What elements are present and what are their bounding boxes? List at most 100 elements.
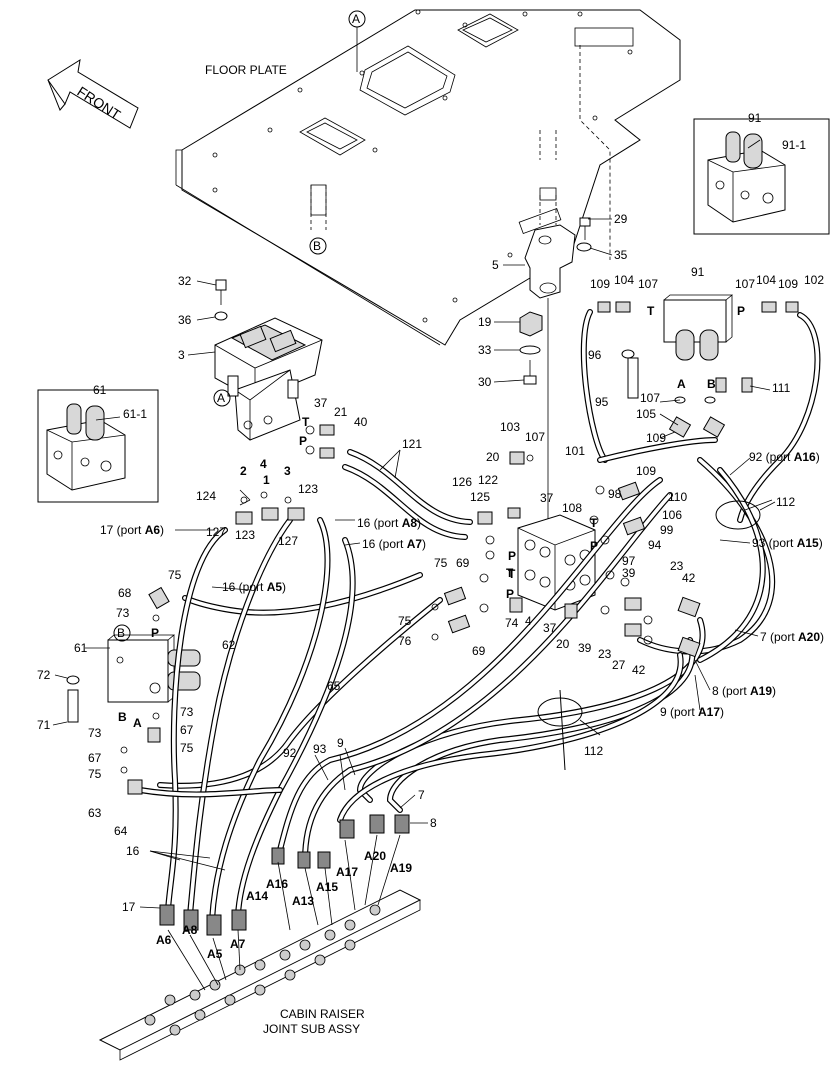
svg-text:74: 74 [505, 616, 519, 630]
svg-text:73: 73 [180, 705, 194, 719]
cabin-raiser-caption-1: CABIN RAISER [280, 1007, 365, 1021]
svg-text:72: 72 [37, 668, 51, 682]
svg-text:A14: A14 [246, 889, 268, 903]
svg-text:75: 75 [398, 614, 412, 628]
svg-text:A16: A16 [266, 877, 288, 891]
svg-text:104: 104 [614, 273, 634, 287]
svg-text:98: 98 [608, 487, 622, 501]
svg-text:16 (port A8): 16 (port A8) [357, 516, 421, 530]
svg-text:107: 107 [640, 391, 660, 405]
svg-text:108: 108 [562, 501, 582, 515]
callout-b-valve61: B [113, 624, 131, 642]
svg-text:29: 29 [614, 212, 628, 226]
svg-text:4: 4 [525, 614, 532, 628]
svg-text:93 (port A15): 93 (port A15) [752, 536, 823, 550]
svg-text:P: P [508, 549, 516, 563]
svg-text:A13: A13 [292, 894, 314, 908]
callout-a-top: A [348, 10, 366, 72]
label-91-1: 91-1 [782, 138, 806, 152]
washer-35 [576, 242, 592, 252]
svg-text:64: 64 [114, 824, 128, 838]
inset-box-61 [37, 389, 159, 503]
svg-text:1: 1 [263, 473, 270, 487]
svg-text:123: 123 [235, 528, 255, 542]
svg-text:39: 39 [622, 566, 636, 580]
svg-text:110: 110 [668, 490, 687, 504]
svg-text:A: A [133, 716, 142, 730]
washer-36 [214, 311, 228, 321]
svg-text:3: 3 [178, 348, 185, 362]
svg-text:69: 69 [456, 556, 470, 570]
svg-text:109: 109 [646, 431, 666, 445]
svg-text:P: P [151, 626, 159, 640]
svg-text:92 (port A16): 92 (port A16) [749, 450, 820, 464]
svg-text:71: 71 [37, 718, 51, 732]
hose-ties [537, 500, 761, 771]
svg-text:67: 67 [88, 751, 102, 765]
svg-text:65: 65 [327, 679, 341, 693]
svg-text:124: 124 [196, 489, 216, 503]
svg-text:5: 5 [492, 258, 499, 272]
svg-text:B: B [118, 710, 127, 724]
svg-text:121: 121 [402, 437, 422, 451]
svg-text:112: 112 [776, 495, 795, 509]
svg-text:107: 107 [638, 277, 658, 291]
svg-text:32: 32 [178, 274, 192, 288]
svg-text:94: 94 [648, 538, 662, 552]
svg-text:75: 75 [180, 741, 194, 755]
svg-text:36: 36 [178, 313, 192, 327]
svg-text:96: 96 [588, 348, 602, 362]
svg-text:67: 67 [180, 723, 194, 737]
svg-text:103: 103 [500, 420, 520, 434]
svg-text:69: 69 [472, 644, 486, 658]
callout-a-rcv: A [213, 389, 231, 407]
label-91-inset: 91 [748, 111, 762, 125]
svg-text:107: 107 [525, 430, 545, 444]
svg-text:20: 20 [556, 637, 570, 651]
svg-text:75: 75 [168, 568, 182, 582]
svg-text:123: 123 [298, 482, 318, 496]
svg-text:A15: A15 [316, 880, 338, 894]
svg-text:8: 8 [430, 816, 437, 830]
svg-text:42: 42 [682, 571, 696, 585]
cabin-raiser-caption-2: JOINT SUB ASSY [263, 1022, 360, 1036]
svg-text:P: P [737, 304, 745, 318]
svg-text:T: T [508, 567, 516, 581]
svg-text:A: A [217, 391, 225, 405]
svg-text:76: 76 [398, 634, 412, 648]
svg-text:20: 20 [486, 450, 500, 464]
svg-text:109: 109 [778, 277, 798, 291]
svg-text:27: 27 [612, 658, 626, 672]
bushing-19 [519, 311, 543, 337]
svg-text:P: P [590, 539, 598, 553]
svg-text:7 (port A20): 7 (port A20) [760, 630, 824, 644]
svg-text:T: T [506, 566, 514, 580]
leader-lines [52, 139, 776, 909]
svg-text:39: 39 [578, 641, 592, 655]
svg-text:62: 62 [222, 638, 236, 652]
svg-text:127: 127 [278, 534, 298, 548]
svg-text:75: 75 [434, 556, 448, 570]
svg-text:A: A [677, 377, 686, 391]
svg-text:3: 3 [284, 464, 291, 478]
svg-text:4: 4 [260, 457, 267, 471]
svg-text:P: P [506, 587, 514, 601]
floor-plate [175, 9, 681, 346]
svg-text:107: 107 [735, 277, 755, 291]
label-61-inset: 61 [93, 383, 107, 397]
svg-text:101: 101 [565, 444, 585, 458]
svg-text:9 (port A17): 9 (port A17) [660, 705, 724, 719]
svg-text:T: T [590, 516, 598, 530]
svg-text:91: 91 [691, 265, 705, 279]
part-labels: 29 35 5 19 33 30 32 36 3 37 21 40 121 10… [37, 212, 824, 961]
block-4 [517, 514, 596, 611]
svg-text:109: 109 [636, 464, 656, 478]
floor-plate-caption: FLOOR PLATE [205, 63, 287, 77]
bracket-5 [518, 187, 576, 299]
svg-text:73: 73 [116, 606, 130, 620]
svg-text:37: 37 [314, 396, 328, 410]
svg-text:122: 122 [478, 473, 498, 487]
washer-33 [519, 345, 541, 355]
svg-text:17 (port A6): 17 (port A6) [100, 523, 164, 537]
shuttle-valve-91 [663, 294, 734, 361]
